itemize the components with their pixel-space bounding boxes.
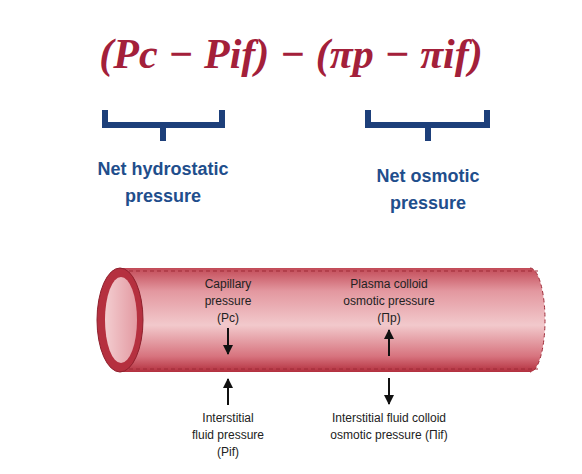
tube-wall <box>530 268 545 372</box>
formula-title: (Pc − Pif) − (πp − πif) <box>0 30 582 78</box>
bracket-caption: Net osmotic pressure <box>372 163 484 217</box>
tube-lumen <box>105 277 137 363</box>
tube-wall <box>122 369 538 370</box>
pressure-label: Interstitial fluid pressure (Pif) <box>190 410 266 461</box>
tube-wall <box>122 271 538 272</box>
tube-opening <box>97 268 143 372</box>
pressure-arrow <box>227 328 229 354</box>
pressure-arrow <box>388 378 390 404</box>
capillary-tube <box>120 268 545 372</box>
pressure-label: Capillary pressure (Pc) <box>197 276 259 327</box>
pressure-label: Interstitial fluid colloid osmotic press… <box>319 410 459 444</box>
bracket <box>368 110 487 141</box>
pressure-arrow <box>227 379 229 405</box>
pressure-arrow <box>388 330 390 356</box>
bracket-caption: Net hydrostatic pressure <box>93 156 233 210</box>
pressure-label: Plasma colloid osmotic pressure (Πp) <box>338 276 440 327</box>
bracket <box>105 110 222 141</box>
